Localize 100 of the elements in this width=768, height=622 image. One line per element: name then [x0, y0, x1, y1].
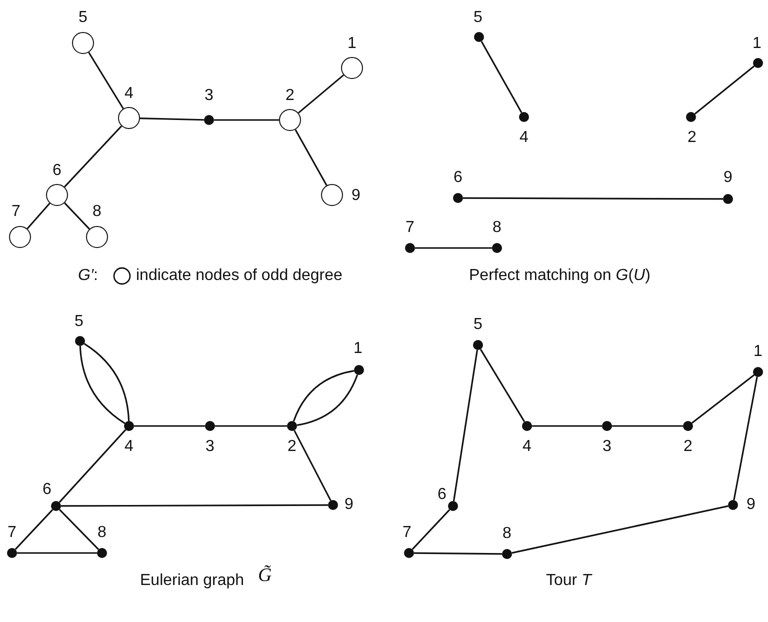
vertex-number: 8	[92, 204, 102, 220]
vertex-dot	[474, 32, 484, 42]
vertex-dot	[602, 421, 612, 431]
graph-edge	[415, 247, 492, 249]
graph-edge	[134, 425, 205, 427]
vertex-number: 1	[354, 341, 362, 357]
caption: Eulerian graph	[140, 571, 244, 591]
vertex-dot	[473, 340, 483, 350]
vertex-number: 3	[206, 439, 214, 455]
vertex-number: 3	[602, 439, 612, 455]
graph-edge	[414, 552, 502, 555]
vertex-dot	[405, 243, 415, 253]
caption: indicate nodes of odd degree	[136, 266, 342, 286]
graph-edge	[214, 119, 279, 121]
caption: Tour T	[546, 571, 592, 591]
graph-edge	[58, 509, 100, 550]
vertex-number: 8	[98, 525, 106, 541]
graph-edge	[733, 376, 758, 500]
vertex-number: 9	[746, 497, 756, 513]
vertex-dot	[205, 421, 215, 431]
vertex-number: 2	[288, 439, 296, 455]
vertex-number: 5	[78, 10, 88, 26]
vertex-dot	[686, 112, 696, 122]
vertex-number: 3	[204, 88, 214, 104]
graph-edge	[480, 348, 526, 422]
vertex-number: 2	[286, 88, 294, 104]
graph-edge	[532, 425, 602, 427]
graph-edge	[14, 509, 54, 550]
graph-edge	[294, 430, 332, 501]
graph-edge	[17, 552, 97, 554]
vertex-number: 4	[522, 439, 532, 455]
vertex-dot	[404, 548, 414, 558]
graph-edge	[463, 197, 723, 200]
vertex-dot	[723, 194, 733, 204]
vertex-dot	[354, 365, 364, 375]
vertex-dot	[502, 549, 512, 559]
vertex-circle	[9, 226, 31, 248]
vertex-number: 4	[124, 86, 134, 102]
vertex-number: 5	[474, 317, 482, 333]
graph-edge	[452, 350, 478, 502]
graph-edge	[612, 425, 683, 427]
vertex-dot	[97, 548, 107, 558]
vertex-number: 7	[406, 220, 414, 236]
vertex-circle	[279, 109, 301, 131]
vertex-dot	[124, 421, 134, 431]
vertex-number: 6	[52, 163, 62, 179]
vertex-number: 5	[474, 10, 482, 26]
vertex-circle	[72, 32, 94, 54]
vertex-number: 8	[502, 526, 512, 542]
vertex-number: 9	[352, 188, 360, 204]
vertex-number: 7	[12, 204, 20, 220]
graph-edge	[294, 129, 328, 186]
vertex-dot	[7, 548, 17, 558]
vertex-dot	[287, 421, 297, 431]
vertex-number: 2	[684, 439, 692, 455]
vertex-number: 4	[520, 130, 528, 146]
caption: G̃	[258, 566, 272, 586]
graph-edge	[64, 125, 122, 188]
vertex-circle	[321, 184, 343, 206]
vertex-number: 5	[74, 314, 84, 330]
graph-edge	[64, 202, 90, 230]
graph-edge	[691, 374, 755, 424]
vertex-number: 1	[754, 344, 762, 360]
vertex-number: 8	[492, 220, 502, 236]
vertex-number: 4	[124, 439, 134, 455]
vertex-dot	[51, 501, 61, 511]
vertex-number: 9	[344, 497, 354, 513]
vertex-number: 9	[724, 170, 732, 186]
vertex-circle	[86, 226, 108, 248]
graph-edge	[26, 202, 50, 230]
graph-edge	[140, 117, 204, 121]
vertex-number: 7	[402, 525, 412, 541]
graph-edge	[694, 66, 755, 114]
vertex-dot	[328, 500, 338, 510]
vertex-dot	[728, 500, 738, 510]
vertex-number: 6	[454, 170, 462, 186]
graph-edge	[215, 425, 287, 427]
vertex-circle	[46, 184, 68, 206]
vertex-number: 2	[688, 130, 696, 146]
graph-edge	[480, 40, 522, 114]
caption: Perfect matching on G(U)	[469, 266, 650, 286]
graph-edge	[512, 505, 728, 554]
graph-edge	[412, 509, 450, 550]
vertex-dot	[522, 421, 532, 431]
caption: G′:	[78, 266, 98, 286]
graph-edge	[61, 504, 328, 507]
vertex-dot	[753, 58, 763, 68]
graph-edge	[58, 429, 126, 503]
vertex-dot	[492, 243, 502, 253]
vertex-dot	[753, 367, 763, 377]
vertex-dot	[75, 336, 85, 346]
vertex-dot	[453, 193, 463, 203]
vertex-number: 7	[8, 525, 16, 541]
vertex-number: 6	[42, 482, 52, 498]
graph-edge	[298, 74, 344, 114]
vertex-circle	[341, 57, 363, 79]
vertex-number: 6	[438, 487, 446, 503]
vertex-number: 1	[752, 36, 762, 52]
vertex-circle	[118, 107, 140, 129]
vertex-dot	[519, 112, 529, 122]
